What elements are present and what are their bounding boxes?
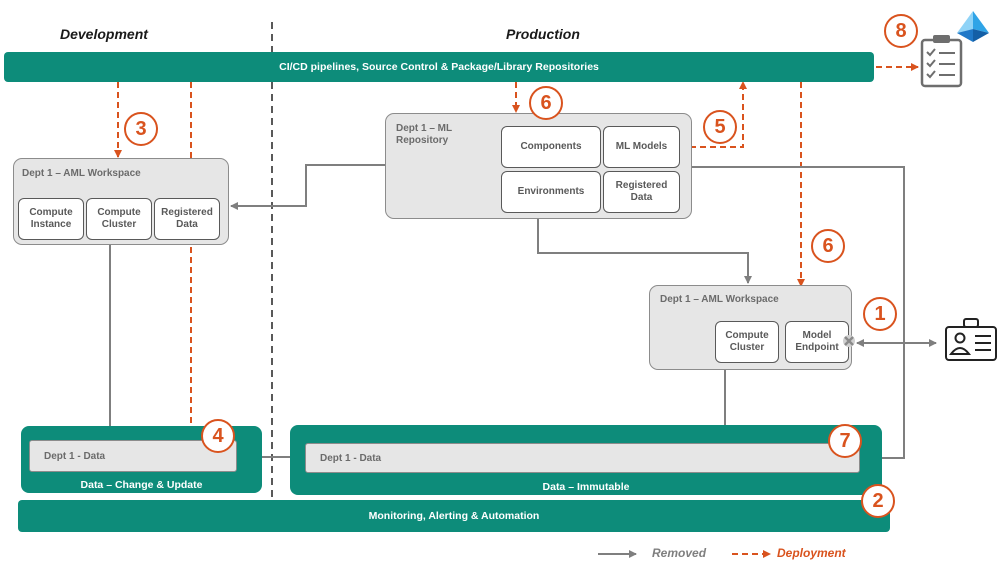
arrow-data-repo [681,163,905,459]
repo-ml-models: ML Models [603,126,680,168]
production-header: Production [506,26,580,42]
dev-workspace-title: Dept 1 – AML Workspace [22,168,141,179]
data-change-field: Dept 1 - Data [29,440,237,472]
step-3-badge: 3 [124,112,158,146]
dev-compute-cluster: Compute Cluster [86,198,152,240]
dev-compute-instance: Compute Instance [18,198,84,240]
step-5-badge: 5 [703,110,737,144]
legend-removed: Removed [652,546,707,560]
deploy-arrow-5 [680,81,747,148]
step-7-badge: 7 [828,424,862,458]
arrow-repo-prod [537,218,752,284]
monitoring-bar: Monitoring, Alerting & Automation [18,500,890,532]
repo-environments: Environments [501,171,601,213]
repo-registered-data: Registered Data [603,171,680,213]
prod-workspace-title: Dept 1 – AML Workspace [660,294,779,305]
step-6-badge: 6 [529,86,563,120]
legend-deployment: Deployment [777,546,846,560]
arrow-repo-dev [230,164,385,210]
step-2-badge: 2 [861,484,895,518]
step-1-badge: 1 [863,297,897,331]
step-6b-badge: 6 [811,229,845,263]
step-4-badge: 4 [201,419,235,453]
data-immutable-label: Data – Immutable [542,481,630,493]
development-header: Development [60,26,148,42]
data-change-label: Data – Change & Update [80,479,203,491]
dev-registered-data: Registered Data [154,198,220,240]
ml-repository-title: Dept 1 – ML Repository [396,123,452,146]
cicd-bar: CI/CD pipelines, Source Control & Packag… [4,52,874,82]
prod-model-endpoint: Model Endpoint [785,321,849,363]
data-immutable-field: Dept 1 - Data [305,443,860,473]
repo-components: Components [501,126,601,168]
step-8-badge: 8 [884,14,918,48]
prod-compute-cluster: Compute Cluster [715,321,779,363]
